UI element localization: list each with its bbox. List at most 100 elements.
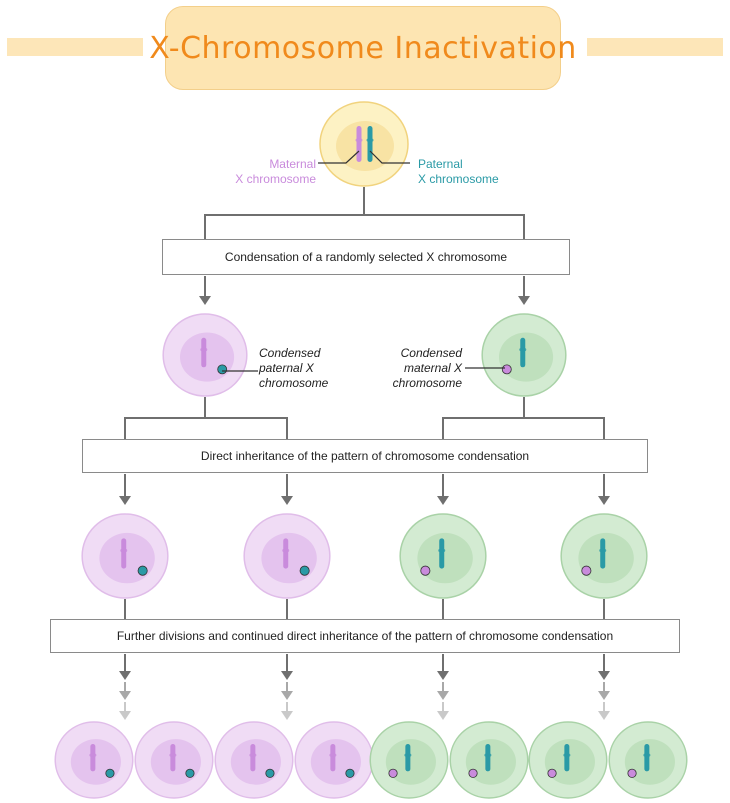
cell-gen2-2-condensed-x [299,565,310,576]
arrow-cascade-a-4-head [598,671,610,680]
cell-gen3-4-chromosome-band [329,753,337,757]
cell-gen3-6-condensed-x [468,768,478,778]
arrow-gen1-left-head [199,296,211,305]
cell-gen3-3-nucleus [230,739,281,785]
cell-gen2-1-nucleus [99,532,155,584]
cell-gen2-4-chromosome-arm [600,538,606,569]
cell-gen3-2-condensed-x [185,768,195,778]
cell-gen2-4-nucleus [578,532,634,584]
cell-gen3-8-chromosome-arm [644,744,650,772]
arrow-gen2-2-head [281,496,293,505]
arrow-cascade-a-3-head [437,671,449,680]
condensed-paternal-line3: chromosome [259,376,329,390]
cell-gen3-4-nucleus [310,739,361,785]
cell-gen3-3-chromosome [249,744,257,772]
step-2-text: Direct inheritance of the pattern of chr… [200,449,530,463]
cell-gen3-2-chromosome-arm [170,744,176,772]
cell-gen2-4-condensed-x [581,565,592,576]
step-1-text: Condensation of a randomly selected X ch… [224,250,508,264]
cell-gen2-2-chromosome-arm [283,538,289,569]
cell-paternal-condensed-chromosome [200,337,208,368]
cell-gen3-7-condensed-x [547,768,557,778]
cell-gen3-6-nucleus [465,739,516,785]
maternal-x-label-line1: Maternal [269,157,316,171]
maternal-leader-line [318,150,360,164]
arrow-gen2-3-head [437,496,449,505]
step-box-3: Further divisions and continued direct i… [50,619,680,653]
arrow-cascade-a-2-head [281,671,293,680]
cell-gen3-7-nucleus [544,739,595,785]
cell-gen2-3-chromosome-band [438,548,446,552]
arrow-gen1-right-head [518,296,530,305]
gen1-left-split [124,417,288,439]
cell-gen2-1-chromosome [120,538,128,569]
cell-paternal-condensed-chromosome-arm [201,337,207,368]
cell-gen3-5-nucleus [385,739,436,785]
cell-gen3-7-chromosome-band [563,753,571,757]
arrow-cascade-c-1-head [119,711,131,720]
cell-gen2-2-chromosome [282,538,290,569]
maternal-x-label: Maternal X chromosome [228,157,316,187]
arrow-cascade-c-2-head [281,711,293,720]
cell-paternal-condensed-condensed-x [217,364,228,375]
page-title: X-Chromosome Inactivation [149,30,577,66]
title-band-left [7,38,143,56]
cell-gen2-3-chromosome-arm [439,538,445,569]
cell-paternal-condensed-chromosome-band [200,348,208,352]
condensed-paternal-label: Condensed paternal X chromosome [259,346,349,391]
cell-gen2-3-condensed-x [420,565,431,576]
cell-gen3-8-condensed-x [627,768,637,778]
cell-gen2-1-chromosome-band [120,548,128,552]
zygote-paternal-chromosome-band [366,138,374,142]
zygote-maternal-chromosome-band [355,138,363,142]
cell-gen3-7-chromosome [563,744,571,772]
cell-gen3-1-chromosome [89,744,97,772]
cell-gen3-5-chromosome [404,744,412,772]
cell-gen3-3-chromosome-arm [250,744,256,772]
cell-gen3-5-condensed-x [388,768,398,778]
zygote-paternal-chromosome-arm [367,126,373,162]
cell-maternal-condensed-chromosome-band [519,348,527,352]
cell-gen3-8-chromosome [643,744,651,772]
paternal-x-label-line2: X chromosome [418,172,499,186]
cell-gen3-6-chromosome [484,744,492,772]
cell-gen2-2-chromosome-band [282,548,290,552]
cell-gen3-5-chromosome-band [404,753,412,757]
cell-gen3-1-chromosome-arm [90,744,96,772]
paternal-x-label: Paternal X chromosome [418,157,518,187]
arrow-gen2-4-head [598,496,610,505]
cell-gen3-4-chromosome-arm [330,744,336,772]
cell-maternal-condensed-chromosome [519,337,527,368]
condensed-maternal-line3: chromosome [392,376,462,390]
paternal-x-label-line1: Paternal [418,157,463,171]
paternal-leader-line [369,150,410,164]
cell-gen3-8-chromosome-band [643,753,651,757]
cell-gen3-3-chromosome-band [249,753,257,757]
zygote-maternal-chromosome-arm [356,126,362,162]
cell-gen3-5-chromosome-arm [405,744,411,772]
cell-gen2-4-chromosome [599,538,607,569]
cell-gen3-1-chromosome-band [89,753,97,757]
condensed-maternal-line2: maternal X [403,361,462,375]
cell-gen3-2-chromosome [169,744,177,772]
zygote-paternal-chromosome [366,126,374,162]
cell-gen2-4-chromosome-band [599,548,607,552]
cell-gen3-4-chromosome [329,744,337,772]
title-band-right [587,38,723,56]
title-banner: X-Chromosome Inactivation [149,6,576,90]
condensed-paternal-line2: paternal X [259,361,314,375]
cell-maternal-condensed-condensed-x [501,364,512,375]
cell-gen2-3-chromosome [438,538,446,569]
cell-gen3-8 [608,721,688,799]
condensed-paternal-line1: Condensed [259,346,321,360]
step-box-1: Condensation of a randomly selected X ch… [162,239,570,275]
condensed-maternal-line1: Condensed [400,346,462,360]
cell-gen3-2-nucleus [150,739,201,785]
cell-maternal-condensed-nucleus [498,332,554,382]
cell-gen3-3-condensed-x [265,768,275,778]
zygote-split [204,214,525,239]
cell-gen2-3-nucleus [417,532,473,584]
arrow-cascade-c-3-head [437,711,449,720]
cell-gen3-8-nucleus [624,739,675,785]
cell-gen3-7-chromosome-arm [564,744,570,772]
